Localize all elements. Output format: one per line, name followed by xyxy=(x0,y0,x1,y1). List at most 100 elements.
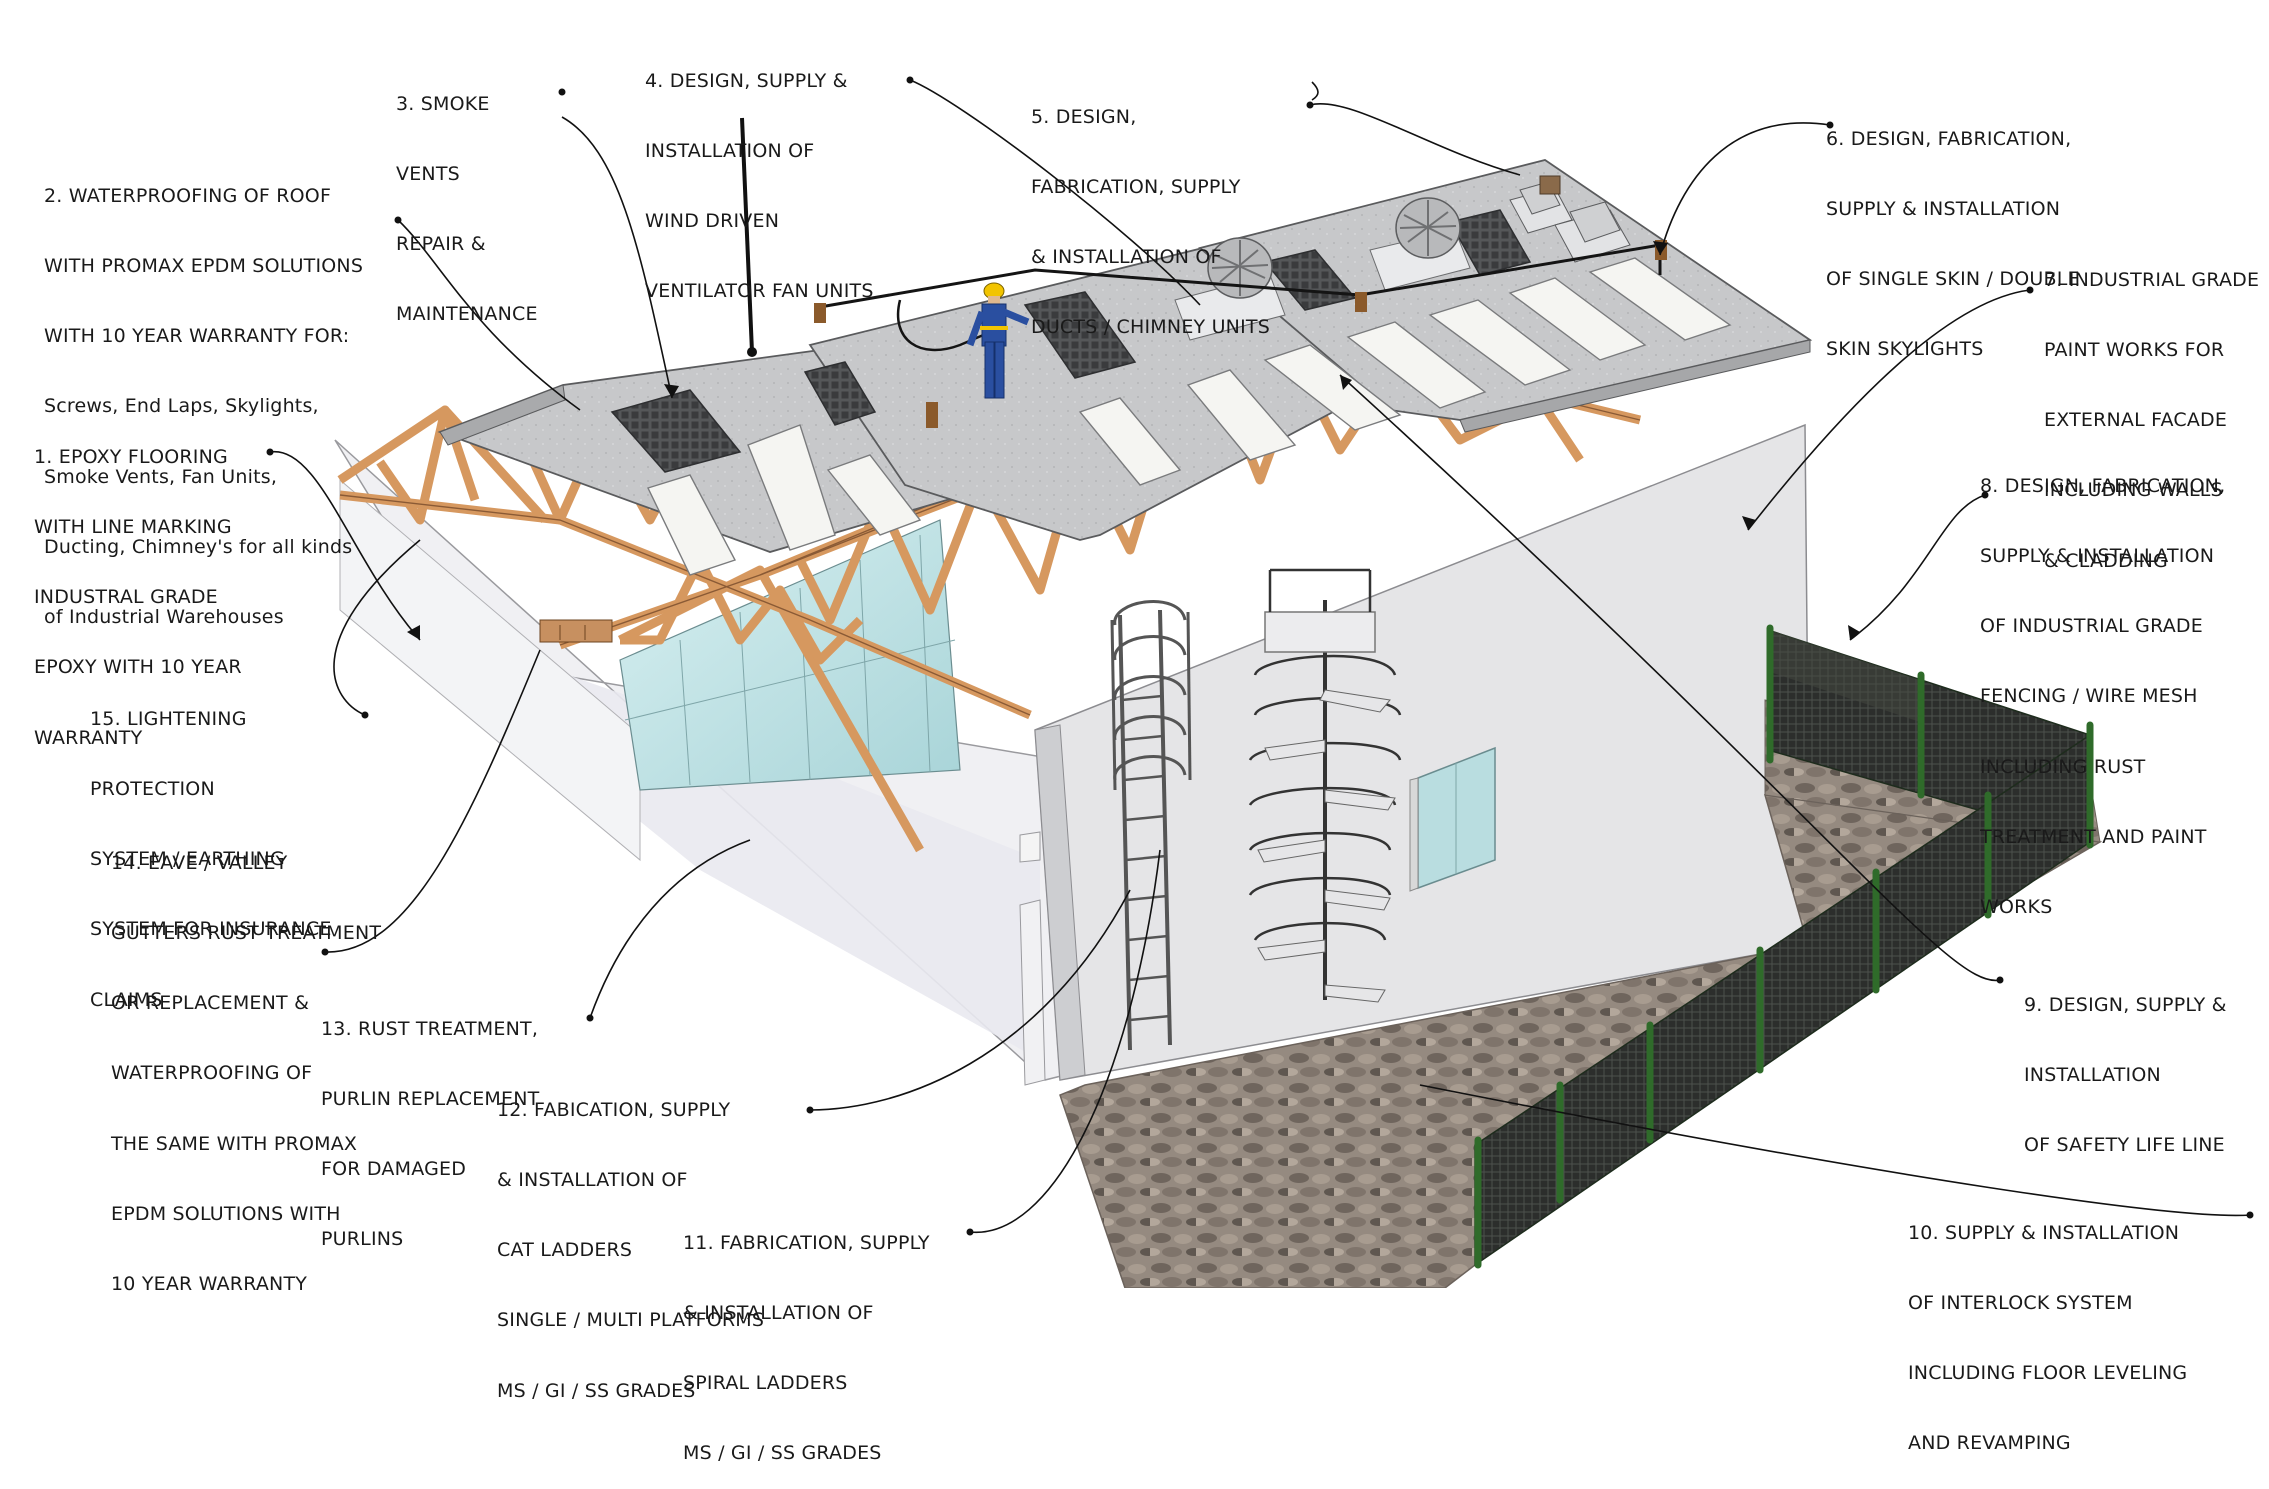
glass-facade xyxy=(619,519,961,791)
label-2-line-2: WITH PROMAX EPDM SOLUTIONS xyxy=(44,255,364,278)
label-3-line-3: REPAIR & xyxy=(396,233,486,256)
label-3-line-2: VENTS xyxy=(396,163,460,186)
label-8-line-4: FENCING / WIRE MESH xyxy=(1980,685,2198,708)
smoke-vent-grates xyxy=(610,209,1532,473)
label-interlock-system: 10. SUPPLY & INSTALLATION OF INTERLOCK S… xyxy=(1908,1175,2187,1479)
spiral-ladder xyxy=(1248,568,1402,1003)
label-10-line-2: OF INTERLOCK SYSTEM xyxy=(1908,1292,2133,1315)
label-15-line-1: 15. LIGHTENING xyxy=(90,707,247,730)
label-2-line-6: Ducting, Chimney's for all kinds xyxy=(44,535,353,558)
roof-right xyxy=(1198,159,1813,433)
label-5-line-3: & INSTALLATION OF xyxy=(1031,246,1222,269)
label-4-line-3: WIND DRIVEN xyxy=(645,210,780,233)
label-11-line-1: 11. FABRICATION, SUPPLY xyxy=(683,1231,930,1254)
label-4-line-4: VENTILATOR FAN UNITS xyxy=(645,280,874,303)
label-wind-ventilator: 4. DESIGN, SUPPLY & INSTALLATION OF WIND… xyxy=(645,23,874,327)
label-12-line-4: SINGLE / MULTI PLATFORMS xyxy=(497,1309,765,1332)
label-12-line-5: MS / GI / SS GRADES xyxy=(497,1379,696,1402)
label-15-line-3: SYSTEM / EARTHING xyxy=(90,848,285,871)
label-ducts-chimney: 5. DESIGN, FABRICATION, SUPPLY & INSTALL… xyxy=(1031,59,1270,363)
callout-dots xyxy=(266,76,2254,1236)
lightning-rod xyxy=(740,117,757,357)
chimney-units xyxy=(1509,175,1631,263)
label-14-line-4: WATERPROOFING OF xyxy=(111,1062,313,1085)
label-9-line-1: 9. DESIGN, SUPPLY & xyxy=(2024,993,2227,1016)
label-8-line-3: OF INDUSTRIAL GRADE xyxy=(1980,615,2203,638)
label-safety-life-line: 9. DESIGN, SUPPLY & INSTALLATION OF SAFE… xyxy=(2024,947,2227,1181)
label-fencing: 8. DESIGN, FABRICATION, SUPPLY & INSTALL… xyxy=(1980,428,2225,943)
wind-ventilator-fan-left xyxy=(1174,237,1286,341)
label-smoke-vents: 3. SMOKE VENTS REPAIR & MAINTENANCE xyxy=(396,46,538,350)
label-2-line-4: Screws, End Laps, Skylights, xyxy=(44,395,319,418)
label-8-line-2: SUPPLY & INSTALLATION xyxy=(1980,545,2215,568)
label-1-line-5: WARRANTY xyxy=(34,726,143,749)
label-7-line-2: PAINT WORKS FOR xyxy=(2044,339,2225,362)
label-4-line-1: 4. DESIGN, SUPPLY & xyxy=(645,69,848,92)
label-6-line-3: OF SINGLE SKIN / DOUBLE xyxy=(1826,268,2080,291)
label-14-line-5: THE SAME WITH PROMAX xyxy=(111,1132,358,1155)
label-14-line-3: OR REPLACEMENT & xyxy=(111,992,310,1015)
label-7-line-4: INCLUDING WALLS xyxy=(2044,479,2223,502)
label-4-line-2: INSTALLATION OF xyxy=(645,140,815,163)
label-eave-gutters: 14. EAVE / VALLEY GUTTERS RUST TREATMENT… xyxy=(111,805,381,1320)
label-12-line-3: CAT LADDERS xyxy=(497,1239,633,1262)
label-7-line-5: & CLADDING xyxy=(2044,549,2168,572)
label-15-line-5: CLAIMS xyxy=(90,988,163,1011)
label-2-line-5: Smoke Vents, Fan Units, xyxy=(44,465,278,488)
wall-door xyxy=(1409,746,1496,892)
label-7-line-3: EXTERNAL FACADE xyxy=(2044,409,2228,432)
label-2-line-3: WITH 10 YEAR WARRANTY FOR: xyxy=(44,325,350,348)
label-7-line-1: 7. INDUSTRIAL GRADE xyxy=(2044,268,2260,291)
label-8-line-5: INCLUDING RUST xyxy=(1980,755,2146,778)
label-1-line-3: INDUSTRAL GRADE xyxy=(34,586,218,609)
label-1-line-1: 1. EPOXY FLOORING xyxy=(34,445,228,468)
label-lightning-protection: 15. LIGHTENING PROTECTION SYSTEM / EARTH… xyxy=(90,661,332,1036)
label-6-line-4: SKIN SKYLIGHTS xyxy=(1826,338,1984,361)
label-5-line-2: FABRICATION, SUPPLY xyxy=(1031,176,1241,199)
wire-mesh-fence xyxy=(1474,624,2094,1269)
purlin xyxy=(539,619,613,643)
label-5-line-4: DUCTS / CHIMNEY UNITS xyxy=(1031,316,1270,339)
label-13-line-4: PURLINS xyxy=(321,1228,404,1251)
label-paint-works: 7. INDUSTRIAL GRADE PAINT WORKS FOR EXTE… xyxy=(2044,222,2259,597)
label-11-line-4: MS / GI / SS GRADES xyxy=(683,1442,882,1465)
label-5-line-1: 5. DESIGN, xyxy=(1031,105,1137,128)
label-10-line-1: 10. SUPPLY & INSTALLATION xyxy=(1908,1221,2180,1244)
label-3-line-4: MAINTENANCE xyxy=(396,303,538,326)
label-13-line-3: FOR DAMAGED xyxy=(321,1158,467,1181)
label-1-line-2: WITH LINE MARKING xyxy=(34,516,232,539)
label-12-line-1: 12. FABICATION, SUPPLY xyxy=(497,1098,731,1121)
safety-life-line xyxy=(814,240,1667,428)
label-skylights: 6. DESIGN, FABRICATION, SUPPLY & INSTALL… xyxy=(1826,81,2080,385)
label-6-line-1: 6. DESIGN, FABRICATION, xyxy=(1826,127,2072,150)
roof-skylights xyxy=(647,257,1732,576)
label-1-line-4: EPOXY WITH 10 YEAR xyxy=(34,656,242,679)
label-9-line-3: OF SAFETY LIFE LINE xyxy=(2024,1134,2225,1157)
label-6-line-2: SUPPLY & INSTALLATION xyxy=(1826,198,2061,221)
label-8-line-6: TREATMENT AND PAINT xyxy=(1980,825,2207,848)
label-3-line-1: 3. SMOKE xyxy=(396,92,490,115)
label-roof-waterproofing: 2. WATERPROOFING OF ROOF WITH PROMAX EPD… xyxy=(44,138,363,653)
label-10-line-4: AND REVAMPING xyxy=(1908,1432,2071,1455)
label-12-line-2: & INSTALLATION OF xyxy=(497,1169,688,1192)
label-13-line-2: PURLIN REPLACEMENT xyxy=(321,1088,540,1111)
warehouse-illustration xyxy=(266,76,2254,1288)
label-rust-treatment: 13. RUST TREATMENT, PURLIN REPLACEMENT F… xyxy=(321,971,539,1275)
label-15-line-2: PROTECTION xyxy=(90,778,215,801)
label-9-line-2: INSTALLATION xyxy=(2024,1064,2161,1087)
label-14-line-2: GUTTERS RUST TREATMENT xyxy=(111,922,382,945)
wind-ventilator-fan-right xyxy=(1369,197,1471,291)
label-13-line-1: 13. RUST TREATMENT, xyxy=(321,1017,539,1040)
callout-leader-lines xyxy=(269,79,2251,1233)
label-15-line-4: SYSTEM FOR INSURANCE xyxy=(90,918,332,941)
label-2-line-1: 2. WATERPROOFING OF ROOF xyxy=(44,184,332,207)
external-wall xyxy=(1019,423,1811,1086)
label-8-line-1: 8. DESIGN, FABRICATION, xyxy=(1980,474,2226,497)
label-14-line-7: 10 YEAR WARRANTY xyxy=(111,1273,308,1296)
label-2-line-7: of Industrial Warehouses xyxy=(44,606,284,629)
label-8-line-7: WORKS xyxy=(1980,896,2053,919)
label-14-line-6: EPDM SOLUTIONS WITH xyxy=(111,1202,341,1225)
worker-figure xyxy=(966,282,1030,399)
label-14-line-1: 14. EAVE / VALLEY xyxy=(111,851,288,874)
callout-arrowheads xyxy=(407,241,1860,640)
